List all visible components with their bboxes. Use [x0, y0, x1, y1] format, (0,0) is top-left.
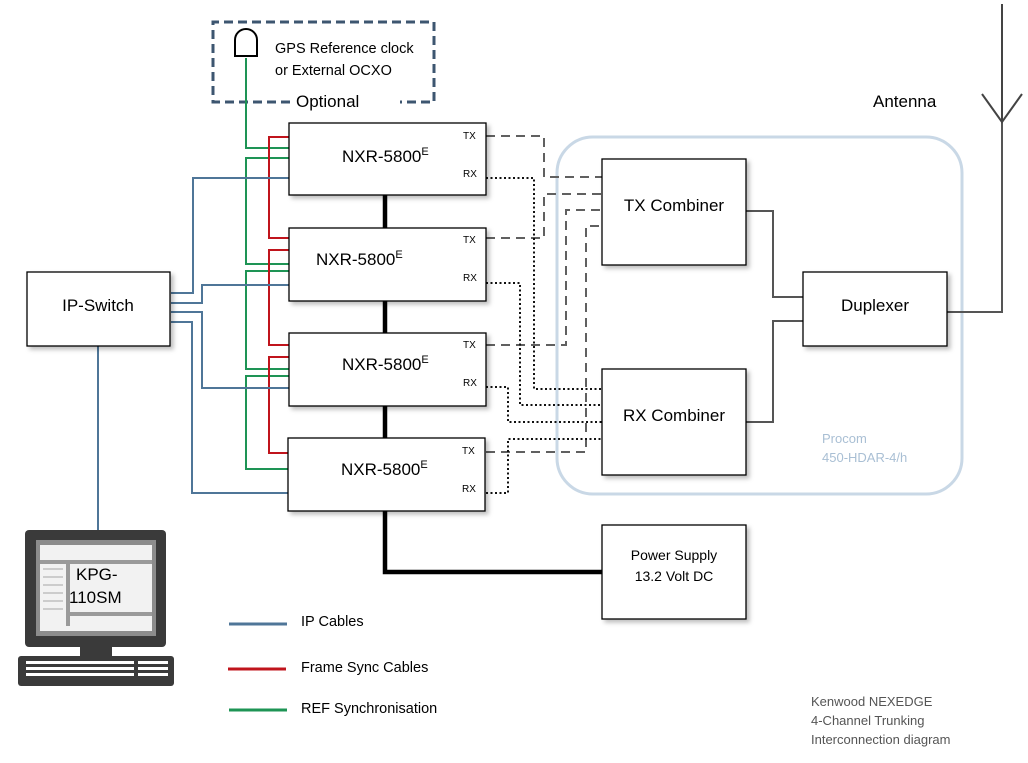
- gps-antenna-icon: [234, 28, 258, 57]
- frame-sync-cables: [268, 136, 289, 454]
- procom-group-outline: [555, 135, 964, 496]
- ip-switch[interactable]: IP-Switch: [26, 271, 171, 347]
- caption-line1: Kenwood NEXEDGE: [811, 694, 933, 709]
- svg-text:NXR-5800E: NXR-5800E: [341, 459, 428, 479]
- rx-port-label: RX: [462, 484, 476, 495]
- svg-text:NXR-5800E: NXR-5800E: [316, 249, 403, 269]
- repeater-3[interactable]: NXR-5800E TX RX: [288, 332, 487, 407]
- gps-label-line1: GPS Reference clock: [275, 41, 414, 57]
- rx-combiner-label: RX Combiner: [623, 406, 725, 425]
- repeater-model: NXR-5800: [342, 355, 421, 374]
- antenna-icon: [981, 4, 1023, 124]
- rf-cables: [746, 90, 1003, 423]
- svg-text:NXR-5800E: NXR-5800E: [342, 146, 429, 166]
- procom-label-line1: Procom: [822, 431, 867, 446]
- repeater-model: NXR-5800: [341, 460, 420, 479]
- repeater-model-sup: E: [420, 459, 427, 471]
- computer-label-line1: KPG-: [76, 565, 118, 584]
- power-supply-line2: 13.2 Volt DC: [635, 568, 714, 584]
- repeater-model: NXR-5800: [342, 147, 421, 166]
- tx-port-label: TX: [462, 446, 475, 457]
- rx-combiner[interactable]: RX Combiner: [601, 368, 747, 476]
- power-supply-line1: Power Supply: [631, 547, 717, 563]
- tx-cables: [486, 135, 602, 453]
- tx-combiner[interactable]: TX Combiner: [601, 158, 747, 266]
- repeater-model-sup: E: [421, 146, 428, 158]
- ref-sync-cables: [245, 58, 289, 470]
- caption-line3: Interconnection diagram: [811, 732, 950, 747]
- legend-label-frame-sync: Frame Sync Cables: [301, 660, 428, 676]
- power-supply[interactable]: Power Supply 13.2 Volt DC: [601, 524, 747, 620]
- duplexer-label: Duplexer: [841, 296, 909, 315]
- procom-label-line2: 450-HDAR-4/h: [822, 450, 907, 465]
- caption-line2: 4-Channel Trunking: [811, 713, 924, 728]
- repeater-2[interactable]: NXR-5800E TX RX: [288, 227, 487, 302]
- repeater-model-sup: E: [421, 354, 428, 366]
- caption: Kenwood NEXEDGE 4-Channel Trunking Inter…: [811, 694, 950, 747]
- legend-label-ref: REF Synchronisation: [301, 701, 437, 717]
- tx-port-label: TX: [463, 131, 476, 142]
- rx-cables: [486, 177, 602, 494]
- optional-group-outline: [211, 20, 436, 104]
- gps-label-line2: or External OCXO: [275, 63, 392, 79]
- duplexer[interactable]: Duplexer: [802, 271, 948, 347]
- computer-icon[interactable]: KPG- 110SM: [18, 530, 174, 686]
- repeater-model: NXR-5800: [316, 250, 395, 269]
- rx-port-label: RX: [463, 378, 477, 389]
- optional-label: Optional: [296, 92, 359, 111]
- repeater-4[interactable]: NXR-5800E TX RX: [287, 437, 486, 512]
- repeater-1[interactable]: NXR-5800E TX RX: [288, 122, 487, 196]
- tx-port-label: TX: [463, 340, 476, 351]
- ip-switch-label: IP-Switch: [62, 296, 134, 315]
- rx-port-label: RX: [463, 273, 477, 284]
- antenna-label: Antenna: [873, 92, 937, 111]
- svg-text:NXR-5800E: NXR-5800E: [342, 354, 429, 374]
- ip-cables: [97, 177, 289, 532]
- computer-label-line2: 110SM: [69, 588, 122, 607]
- legend-label-ip: IP Cables: [301, 614, 364, 630]
- rx-port-label: RX: [463, 169, 477, 180]
- power-cables: [382, 195, 602, 575]
- legend: IP Cables Frame Sync Cables REF Synchron…: [228, 614, 437, 717]
- repeater-model-sup: E: [395, 249, 402, 261]
- tx-combiner-label: TX Combiner: [624, 196, 724, 215]
- tx-port-label: TX: [463, 235, 476, 246]
